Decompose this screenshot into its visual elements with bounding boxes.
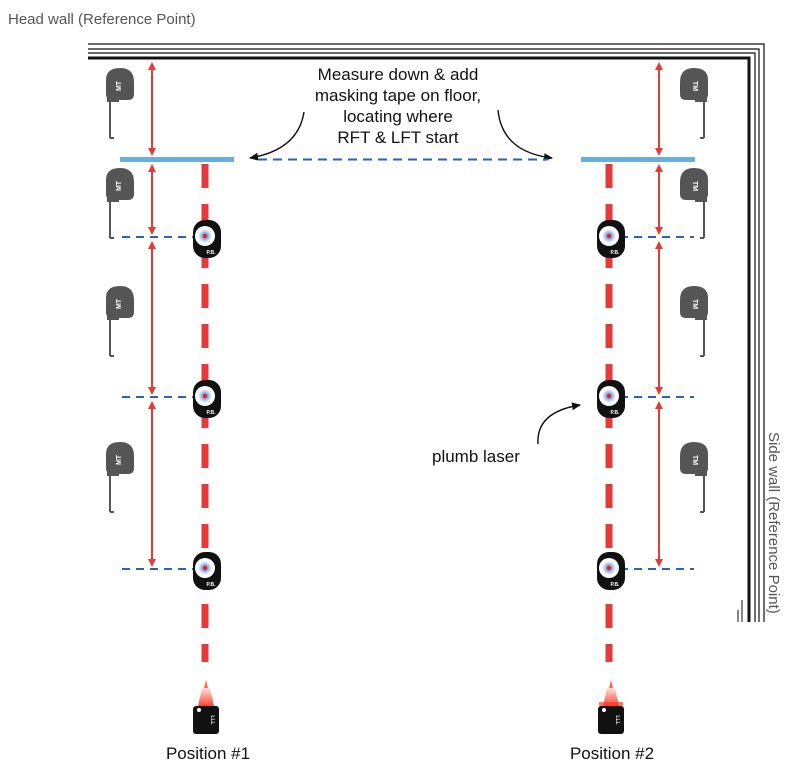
svg-text:LLL: LLL xyxy=(209,715,215,724)
note-line-2: masking tape on floor, xyxy=(315,86,481,105)
line-laser-device-2: LLL xyxy=(598,680,624,734)
plumb-laser-arrow xyxy=(537,402,581,445)
tape-measure-icon: MT xyxy=(105,285,135,357)
note-line-4: RFT & LFT start xyxy=(337,128,459,147)
measure-note: Measure down & add masking tape on floor… xyxy=(315,65,481,147)
svg-text:LLL: LLL xyxy=(614,715,620,724)
plumb-laser-icon: P.B. xyxy=(597,380,625,418)
tape-measure-icon: MT xyxy=(105,67,135,139)
plumb-laser-label: plumb laser xyxy=(432,447,520,466)
svg-text:TM: TM xyxy=(691,81,698,91)
svg-text:MT: MT xyxy=(116,180,123,191)
side-wall-label: Side wall (Reference Point) xyxy=(765,432,782,614)
tape-measure-icon: TM xyxy=(679,441,709,513)
svg-text:P.B.: P.B. xyxy=(610,250,620,256)
laser-beam-icon xyxy=(198,688,214,706)
svg-text:TM: TM xyxy=(691,299,698,309)
line-laser-device-1: LLL xyxy=(193,680,219,734)
svg-text:P.B.: P.B. xyxy=(610,582,620,588)
line-laser-icon xyxy=(598,706,624,734)
plumb-laser-icon: P.B. xyxy=(597,220,625,258)
svg-text:MT: MT xyxy=(116,80,123,91)
note-line-1: Measure down & add xyxy=(318,65,479,84)
position-1-label: Position #1 xyxy=(166,744,250,763)
plumb-laser-icon: P.B. xyxy=(597,552,625,590)
wall-outline xyxy=(88,43,765,622)
note-line-3: locating where xyxy=(343,107,453,126)
head-wall-label: Head wall (Reference Point) xyxy=(8,11,196,28)
tape-strip-left xyxy=(120,157,234,162)
svg-text:TM: TM xyxy=(691,455,698,465)
svg-text:P.B.: P.B. xyxy=(206,582,216,588)
measurement-arrows xyxy=(148,62,663,567)
note-arrow-right xyxy=(497,109,553,162)
svg-text:P.B.: P.B. xyxy=(206,410,216,416)
guide-lines xyxy=(122,236,694,570)
plumb-laser-icon: P.B. xyxy=(193,552,221,590)
svg-text:P.B.: P.B. xyxy=(206,250,216,256)
tape-measure-icon: TM xyxy=(679,67,709,139)
plumb-laser-icon: P.B. xyxy=(193,380,221,418)
line-laser-icon xyxy=(193,706,219,734)
svg-text:TM: TM xyxy=(691,181,698,191)
svg-text:MT: MT xyxy=(116,298,123,309)
svg-text:P.B.: P.B. xyxy=(610,410,620,416)
tape-measure-icon: TM xyxy=(679,285,709,357)
tape-measure-icon: TM xyxy=(679,167,709,239)
plumb-laser-icon: P.B. xyxy=(193,220,221,258)
plumb-laser-devices: P.B. P.B. P.B. P.B. P.B. P.B. xyxy=(193,220,625,590)
tape-measure-icon: MT xyxy=(105,167,135,239)
note-arrow-left xyxy=(249,111,305,161)
tape-strip-right xyxy=(581,157,695,162)
tape-measure-icons-left: MT MT MT MT xyxy=(105,67,135,513)
tape-measure-icon: MT xyxy=(105,441,135,513)
tape-measure-icons-right: TM TM TM TM xyxy=(679,67,709,513)
svg-text:MT: MT xyxy=(116,454,123,465)
position-2-label: Position #2 xyxy=(570,744,654,763)
laser-beam-icon xyxy=(603,688,619,706)
